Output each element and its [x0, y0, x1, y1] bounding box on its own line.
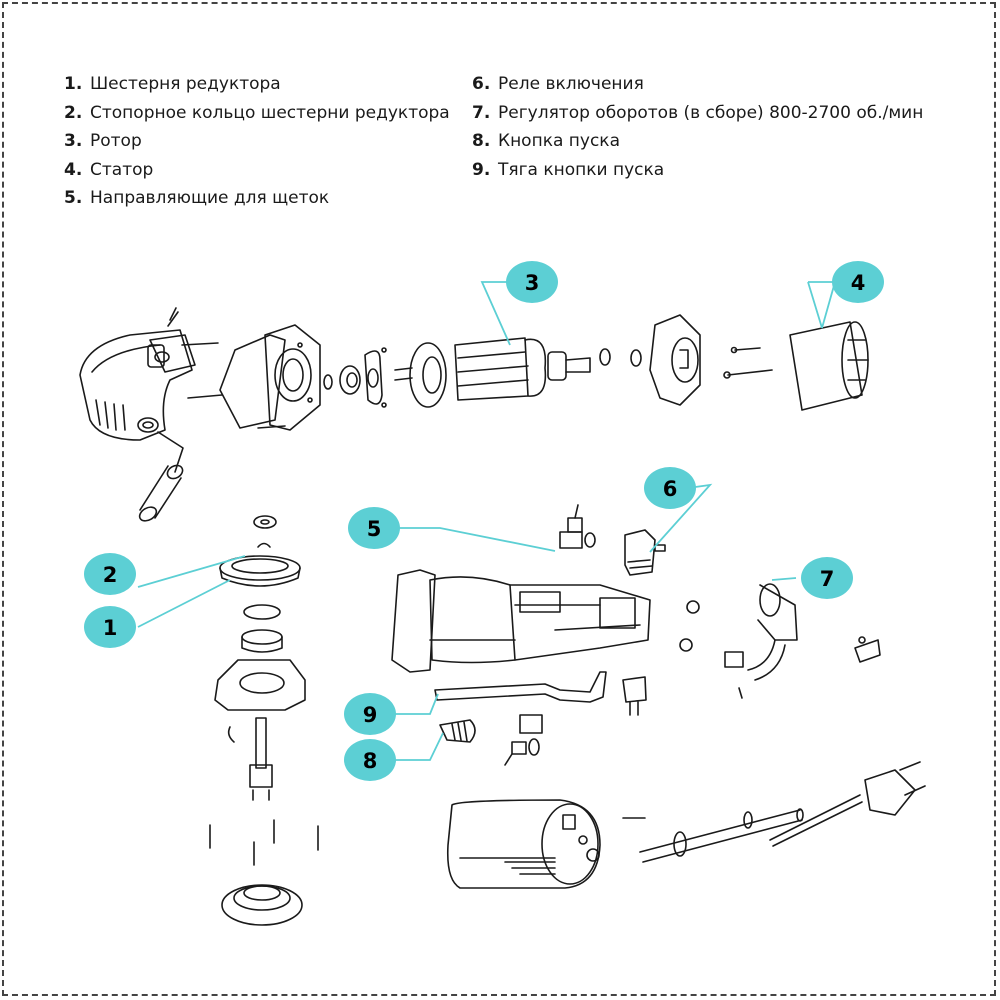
legend-item: 4. Статор [64, 156, 450, 185]
gearbox-frame [181, 324, 321, 431]
callout-badge-1: 1 [84, 606, 136, 648]
start-button [439, 719, 476, 743]
rotor [394, 337, 642, 408]
gearbox-stack [214, 515, 306, 801]
callout-number: 2 [103, 563, 118, 587]
callout-leaders [137, 281, 837, 761]
leader-5 [398, 527, 556, 552]
side-handle [138, 431, 184, 522]
leader-9 [390, 693, 439, 715]
legend-label: Тяга кнопки пуска [498, 159, 665, 180]
legend-label: Направляющие для щеток [90, 188, 330, 208]
legend-number: 8. [472, 131, 491, 151]
callout-badge-5: 5 [348, 507, 400, 549]
legend-item: 9. Тяга кнопки пуска [472, 156, 923, 185]
callout-badge-3: 3 [506, 261, 558, 303]
legend-item: 5. Направляющие для щеток [64, 184, 450, 213]
callout-badge-8: 8 [344, 739, 396, 781]
callout-number: 3 [525, 271, 540, 295]
bearing-and-gasket [323, 347, 387, 408]
legend-number: 1. [64, 74, 83, 94]
legend-number: 6. [472, 74, 491, 94]
leader-2 [137, 555, 246, 588]
callout-number: 8 [363, 749, 378, 773]
callout-number: 6 [663, 477, 678, 501]
legend-label: Ротор [90, 131, 142, 151]
leader-7 [771, 577, 797, 581]
callout-badge-9: 9 [344, 693, 396, 735]
legend-number: 9. [472, 159, 491, 180]
callout-badge-7: 7 [801, 557, 853, 599]
legend-item: 7. Регулятор оборотов (в сборе) 800-2700 … [472, 99, 923, 128]
parts-legend-left: 1. Шестерня редуктора 2. Стопорное кольцо … [64, 70, 450, 213]
legend-item: 3. Ротор [64, 127, 450, 156]
brush-holder [559, 504, 596, 549]
gear-housing-cover [79, 307, 196, 441]
callout-number: 9 [363, 703, 378, 727]
legend-number: 5. [64, 188, 83, 208]
legend-item: 2. Стопорное кольцо шестерни редуктора [64, 99, 450, 128]
legend-item: 1. Шестерня редуктора [64, 70, 450, 99]
speed-regulator [724, 583, 881, 699]
callout-number: 1 [103, 616, 118, 640]
legend-label: Реле включения [498, 74, 644, 94]
legend-number: 3. [64, 131, 83, 151]
legend-number: 2. [64, 102, 83, 123]
callout-number: 4 [851, 271, 866, 295]
callout-badge-6: 6 [644, 467, 696, 509]
motor-housing [391, 569, 651, 673]
legend-label: Регулятор оборотов (в сборе) 800-2700 об… [498, 102, 924, 123]
stator [789, 321, 869, 411]
legend-label: Шестерня редуктора [90, 74, 281, 94]
flange-and-screws [209, 819, 319, 926]
switch-parts [504, 676, 647, 766]
parts-legend-right: 6. Реле включения 7. Регулятор оборотов (в… [472, 70, 923, 184]
legend-item: 8. Кнопка пуска [472, 127, 923, 156]
legend-label: Стопорное кольцо шестерни редуктора [90, 102, 450, 123]
leader-8 [390, 732, 444, 761]
brush-holder-ring [649, 314, 701, 406]
rear-housing [446, 799, 646, 889]
callout-badge-4: 4 [832, 261, 884, 303]
legend-label: Статор [90, 159, 154, 180]
callout-number: 5 [367, 517, 382, 541]
small-knobs [679, 600, 700, 652]
leader-3 [480, 281, 511, 346]
legend-label: Кнопка пуска [498, 131, 620, 151]
legend-item: 6. Реле включения [472, 70, 923, 99]
legend-number: 4. [64, 159, 83, 180]
trigger-rod [434, 671, 607, 703]
power-cord [639, 761, 926, 863]
leader-4 [807, 281, 837, 329]
callout-badge-2: 2 [84, 553, 136, 595]
relay-switch [624, 529, 666, 576]
leader-1 [137, 579, 231, 628]
stator-screws [723, 346, 773, 379]
callout-number: 7 [820, 567, 835, 591]
legend-number: 7. [472, 102, 491, 123]
